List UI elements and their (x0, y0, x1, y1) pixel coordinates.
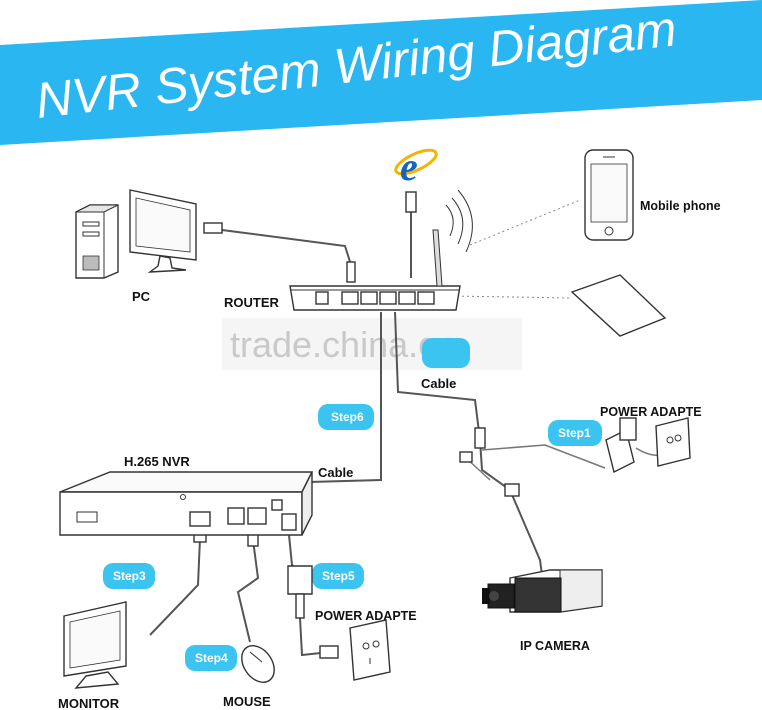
mobile-phone-label: Mobile phone (640, 199, 721, 213)
svg-text:Step5: Step5 (322, 569, 355, 583)
step6-badge: Step6 (318, 404, 374, 430)
power-adapter-nvr-icon (287, 565, 391, 681)
wifi-wave-icon (445, 204, 454, 237)
camera-rj45-plug (474, 427, 486, 449)
nvr-power-wire (288, 534, 299, 571)
step5-badge: Step5 (312, 563, 364, 589)
step2-badge (422, 338, 470, 368)
nvr-icon (59, 471, 314, 536)
nvr-wall-socket-icon (349, 619, 391, 681)
power-adapter-nvr-label: POWER ADAPTE (315, 609, 417, 623)
pc-label: PC (132, 289, 151, 304)
internet-plug (405, 191, 417, 213)
power-adapter-camera-icon (605, 417, 691, 474)
nvr-monitor-wire (149, 537, 201, 636)
nvr-vga-port (189, 511, 211, 527)
title-banner: NVR System Wiring Diagram (0, 0, 762, 145)
tablet-icon (570, 274, 667, 337)
router-camera-wire (394, 311, 481, 441)
svg-text:Step3: Step3 (113, 569, 146, 583)
watermark-band (222, 318, 522, 370)
watermark: trade.china.cn (230, 324, 456, 365)
step1-badge: Step1 (548, 420, 602, 446)
monitor-label: MONITOR (58, 696, 120, 710)
cable-label-camera: Cable (421, 376, 456, 391)
nvr-lan-port (227, 507, 245, 525)
cable-label-nvr: Cable (318, 465, 353, 480)
banner-stripe (0, 0, 762, 145)
nvr-power-switch (271, 499, 283, 511)
pc-cable-plug (203, 222, 223, 234)
ip-camera-icon (482, 569, 603, 613)
camera-dc-plug (459, 451, 473, 463)
mouse-icon (241, 645, 275, 683)
nvr-mouse-wire (236, 539, 260, 643)
mouse-label: MOUSE (223, 694, 271, 709)
step4-badge: Step4 (185, 645, 237, 671)
router-wan-plug (346, 261, 356, 283)
camera-joint (504, 483, 520, 497)
router-antenna-icon (432, 229, 443, 287)
internet-explorer-icon: e (394, 144, 438, 189)
router-icon (289, 189, 473, 311)
nvr-usb-port (247, 507, 267, 525)
camera-main-cable (479, 439, 543, 576)
step3-badge: Step3 (103, 563, 155, 589)
svg-text:Step4: Step4 (195, 651, 228, 665)
wifi-link-tablet (451, 295, 571, 299)
router-label: ROUTER (224, 295, 280, 310)
nvr-terminal-block (76, 511, 98, 523)
mobile-phone-icon (584, 149, 634, 241)
nvr-dc-port (281, 513, 297, 531)
power-adapter-camera-label: POWER ADAPTE (600, 405, 702, 419)
pc-icon (75, 189, 197, 279)
wall-socket-icon (655, 417, 691, 467)
svg-text:e: e (400, 144, 418, 189)
svg-text:Step1: Step1 (558, 426, 591, 440)
ip-camera-label: IP CAMERA (520, 639, 590, 653)
svg-text:Step6: Step6 (331, 410, 364, 424)
wifi-link-phone (469, 199, 581, 246)
monitor-icon (63, 601, 127, 689)
pc-router-wire (221, 229, 353, 269)
nvr-label: H.265 NVR (124, 454, 190, 469)
camera-power-cable (481, 444, 606, 469)
